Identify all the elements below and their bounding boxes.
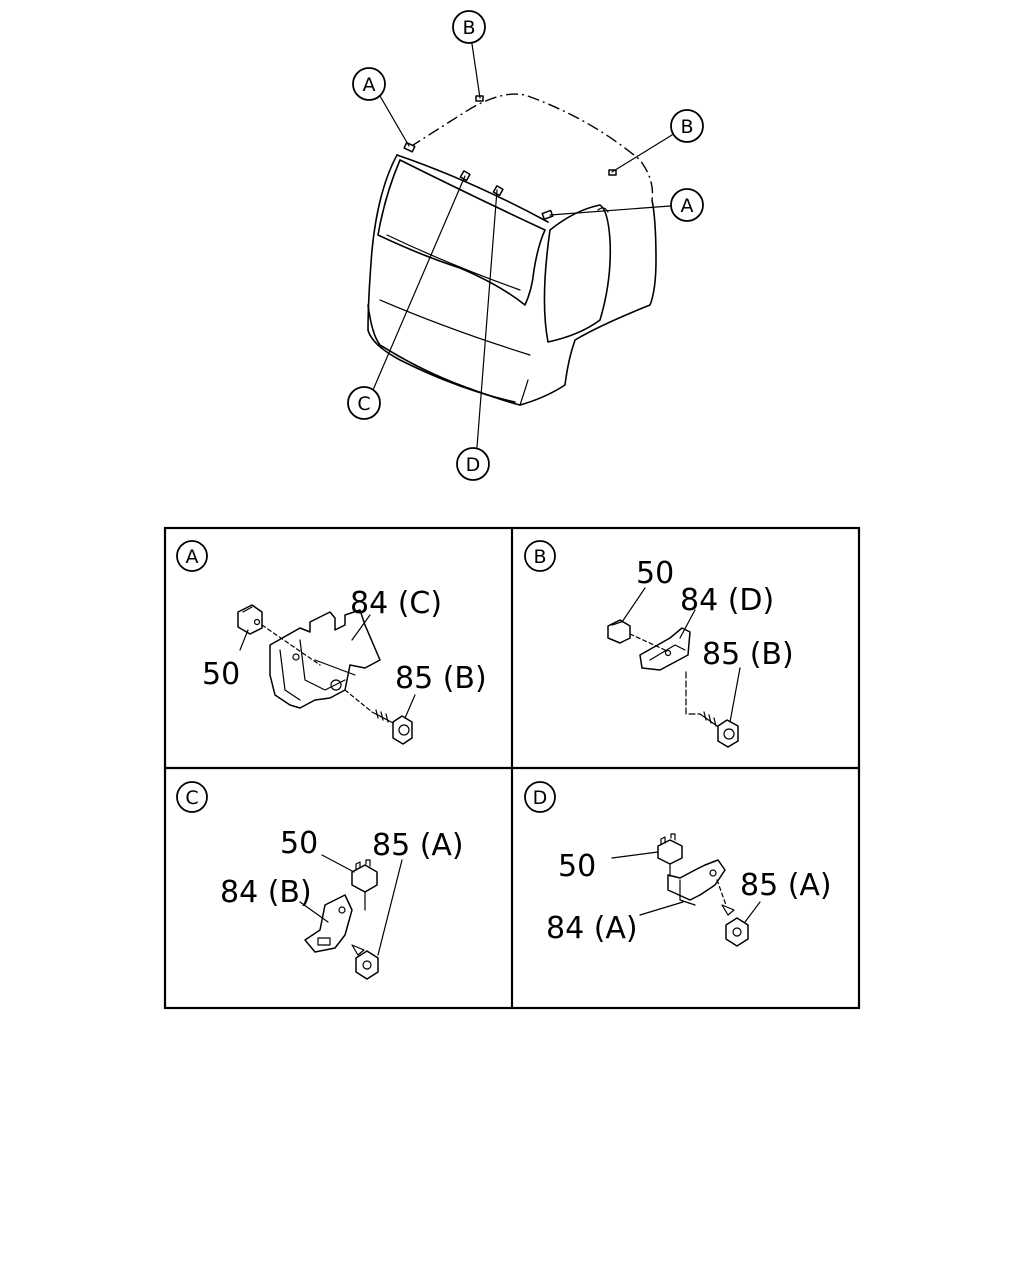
label-garnish-84d: 84 (D) xyxy=(680,583,774,618)
clip-50-b xyxy=(607,619,631,644)
detail-panel-b: B 50 84 (D) 85 (B) xyxy=(524,540,794,748)
svg-text:C: C xyxy=(185,787,198,809)
vehicle-rear-illustration xyxy=(367,43,673,448)
label-clip-50-b: 50 xyxy=(636,556,674,591)
garnish-84c xyxy=(269,609,381,709)
panel-d-callout: D xyxy=(524,781,556,813)
svg-text:B: B xyxy=(462,17,475,39)
svg-text:D: D xyxy=(533,787,548,809)
svg-text:A: A xyxy=(681,195,694,217)
screw-85b-a xyxy=(371,709,413,745)
svg-text:A: A xyxy=(363,74,376,96)
screw-85a-c xyxy=(351,944,379,980)
screw-85b-b xyxy=(699,711,739,748)
detail-grid xyxy=(163,526,861,1010)
svg-text:B: B xyxy=(680,116,693,138)
panel-c-callout: C xyxy=(176,781,208,813)
callout-top-b: B xyxy=(452,10,486,44)
callout-left-a: A xyxy=(352,67,386,101)
detail-panel-a: A 50 84 (C) 85 (B) xyxy=(176,540,487,745)
label-screw-85a-d: 85 (A) xyxy=(740,868,832,903)
label-garnish-84a: 84 (A) xyxy=(546,911,638,946)
label-screw-85b-a: 85 (B) xyxy=(395,661,487,696)
label-clip-50-d: 50 xyxy=(558,849,596,884)
garnish-84a xyxy=(667,859,726,901)
screw-85a-d xyxy=(721,904,749,947)
svg-text:D: D xyxy=(466,454,481,476)
detail-panel-c: C 50 85 (A) 84 (B) xyxy=(176,781,464,980)
svg-text:C: C xyxy=(357,393,370,415)
svg-text:B: B xyxy=(533,546,546,568)
label-screw-85a-c: 85 (A) xyxy=(372,828,464,863)
panel-b-callout: B xyxy=(524,540,556,572)
label-clip-50-a: 50 xyxy=(202,657,240,692)
clip-50-d xyxy=(657,839,683,865)
garnish-84d xyxy=(639,627,691,671)
callout-right-a: A xyxy=(670,188,704,222)
clip-50-c xyxy=(351,864,378,893)
label-clip-50-c: 50 xyxy=(280,826,318,861)
callout-right-b: B xyxy=(670,109,704,143)
detail-panel-d: D 50 85 (A) 84 (A) xyxy=(524,781,832,947)
svg-text:A: A xyxy=(186,546,199,568)
callout-bottom-c: C xyxy=(347,386,381,420)
label-garnish-84b: 84 (B) xyxy=(220,875,312,910)
garnish-84b xyxy=(304,894,353,953)
clip-50-a xyxy=(237,604,263,635)
callout-bottom-d: D xyxy=(456,447,490,481)
label-screw-85b-b: 85 (B) xyxy=(702,637,794,672)
label-garnish-84c: 84 (C) xyxy=(350,586,442,621)
panel-a-callout: A xyxy=(176,540,208,572)
